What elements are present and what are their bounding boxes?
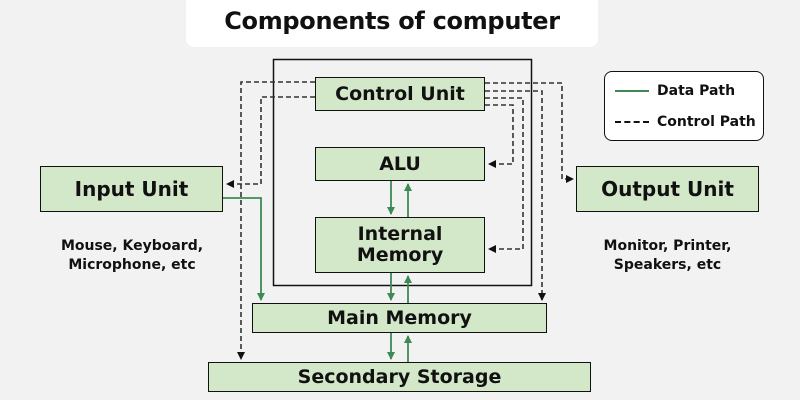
- control-path-cu-output: [485, 82, 574, 183]
- internal-memory-box: Internal Memory: [315, 217, 485, 273]
- input-unit-label: Input Unit: [74, 177, 189, 201]
- legend-item-data-path: Data Path: [615, 81, 735, 101]
- data-path-swatch-icon: [615, 90, 649, 92]
- output-unit-box: Output Unit: [576, 166, 759, 212]
- control-path-swatch-icon: [615, 121, 649, 123]
- secondary-storage-label: Secondary Storage: [297, 365, 502, 388]
- main-memory-box: Main Memory: [252, 303, 547, 333]
- alu-box: ALU: [315, 147, 485, 181]
- control-unit-label: Control Unit: [335, 82, 465, 105]
- input-examples-caption: Mouse, Keyboard, Microphone, etc: [60, 238, 204, 273]
- main-memory-label: Main Memory: [327, 306, 472, 329]
- legend-data-path-label: Data Path: [657, 83, 736, 99]
- control-path-cu-internal: [485, 97, 524, 253]
- legend-item-control-path: Control Path: [615, 112, 756, 132]
- output-unit-label: Output Unit: [601, 177, 734, 201]
- diagram-title: Components of computer: [224, 7, 560, 35]
- secondary-storage-box: Secondary Storage: [208, 362, 591, 392]
- alu-label: ALU: [379, 152, 421, 175]
- control-unit-box: Control Unit: [315, 77, 485, 111]
- control-path-cu-input: [226, 96, 315, 188]
- legend-control-path-label: Control Path: [657, 114, 756, 130]
- internal-memory-label: Internal Memory: [356, 223, 444, 266]
- input-unit-box: Input Unit: [40, 166, 223, 212]
- control-path-cu-main: [485, 90, 546, 301]
- cpu-frame: [272, 58, 533, 287]
- data-path-input-main: [223, 197, 265, 301]
- control-path-cu-alu: [485, 104, 514, 168]
- output-examples-caption: Monitor, Printer, Speakers, etc: [603, 238, 732, 273]
- legend: Data Path Control Path: [604, 71, 764, 141]
- title-card: [186, 0, 598, 47]
- control-path-cu-secondary: [237, 81, 315, 360]
